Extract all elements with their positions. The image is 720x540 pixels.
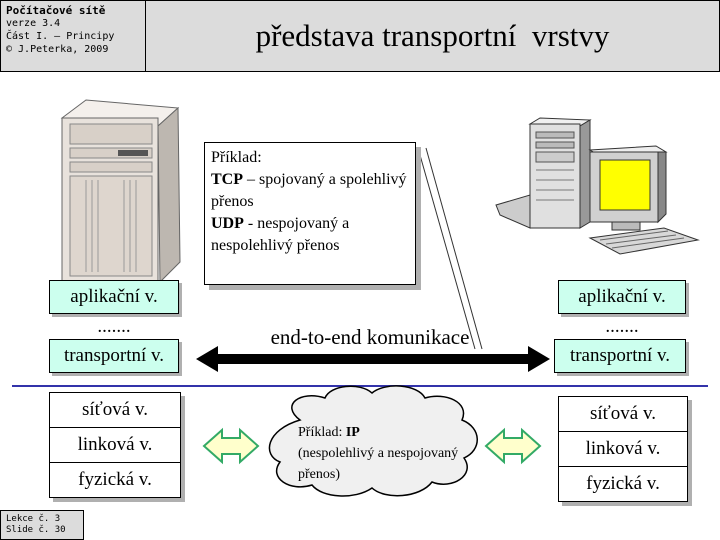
udp-label: UDP bbox=[211, 215, 244, 232]
left-network-label: síťová v. bbox=[82, 399, 148, 421]
right-network-layer: síťová v. bbox=[558, 396, 688, 432]
left-physical-layer: fyzická v. bbox=[49, 462, 181, 498]
left-application-label: aplikační v. bbox=[70, 286, 157, 308]
right-physical-label: fyzická v. bbox=[586, 473, 660, 495]
server-icon bbox=[62, 100, 180, 282]
left-dots: ....... bbox=[49, 316, 179, 338]
right-double-arrow-icon bbox=[486, 430, 540, 462]
tcp-line: TCP – spojovaný a spolehlivý přenos bbox=[211, 169, 409, 213]
right-link-layer: linková v. bbox=[558, 431, 688, 467]
ip-example-text: Příklad: IP (nespolehlivý a nespojovaný … bbox=[298, 422, 468, 485]
slide-number: Slide č. 30 bbox=[6, 525, 78, 536]
ip-description: (nespolehlivý a nespojovaný přenos) bbox=[298, 443, 468, 485]
lesson-number: Lekce č. 3 bbox=[6, 514, 78, 525]
tcp-udp-example-box: Příklad: TCP – spojovaný a spolehlivý př… bbox=[204, 142, 416, 285]
left-link-layer: linková v. bbox=[49, 427, 181, 463]
right-physical-layer: fyzická v. bbox=[558, 466, 688, 502]
udp-line: UDP - nespojovaný a nespolehlivý přenos bbox=[211, 213, 409, 257]
right-application-layer: aplikační v. bbox=[558, 280, 686, 314]
end-to-end-label: end-to-end komunikace bbox=[200, 325, 540, 350]
ip-example-heading: Příklad: bbox=[298, 425, 346, 440]
right-dots: ....... bbox=[558, 316, 686, 338]
desktop-computer-icon bbox=[496, 118, 698, 254]
callout-line-1 bbox=[418, 148, 475, 349]
left-double-arrow-icon bbox=[204, 430, 258, 462]
right-transport-label: transportní v. bbox=[570, 345, 670, 367]
slide-footer: Lekce č. 3 Slide č. 30 bbox=[0, 510, 84, 540]
ip-label: IP bbox=[346, 425, 360, 440]
left-network-layer: síťová v. bbox=[49, 392, 181, 428]
left-application-layer: aplikační v. bbox=[49, 280, 179, 314]
right-link-label: linková v. bbox=[586, 438, 661, 460]
callout-line-2 bbox=[426, 148, 482, 349]
left-physical-label: fyzická v. bbox=[78, 469, 152, 491]
right-application-label: aplikační v. bbox=[578, 286, 665, 308]
right-transport-layer: transportní v. bbox=[554, 339, 686, 373]
left-transport-layer: transportní v. bbox=[49, 339, 179, 373]
left-transport-label: transportní v. bbox=[64, 345, 164, 367]
right-network-label: síťová v. bbox=[590, 403, 656, 425]
tcp-label: TCP bbox=[211, 171, 243, 188]
example-heading: Příklad: bbox=[211, 147, 409, 169]
left-link-label: linková v. bbox=[78, 434, 153, 456]
